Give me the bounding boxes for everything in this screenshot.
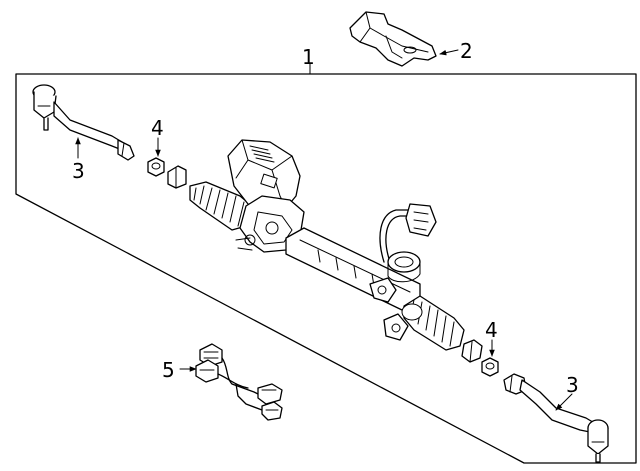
callout-2-leader [439,49,459,56]
callout-3b-label: 3 [566,373,579,397]
nut-right [481,357,499,377]
wiring-harness [195,343,283,421]
assembly-frame [15,73,637,464]
callout-3b-leader [555,393,573,411]
tie-rod-end-right [503,373,609,463]
boot-clamp-right [461,339,483,363]
tie-rod-end-left [32,84,135,161]
callout-2-label: 2 [460,39,473,63]
callout-5-label: 5 [162,358,175,382]
nut-left [147,157,165,177]
callout-4b-label: 4 [485,318,498,342]
heat-shield-bracket [349,11,437,67]
callout-1-label: 1 [302,45,315,69]
boot-clamp-left [167,165,187,189]
callout-4a-label: 4 [151,116,164,140]
steering-gear-assembly [189,139,465,351]
callout-3a-label: 3 [72,159,85,183]
